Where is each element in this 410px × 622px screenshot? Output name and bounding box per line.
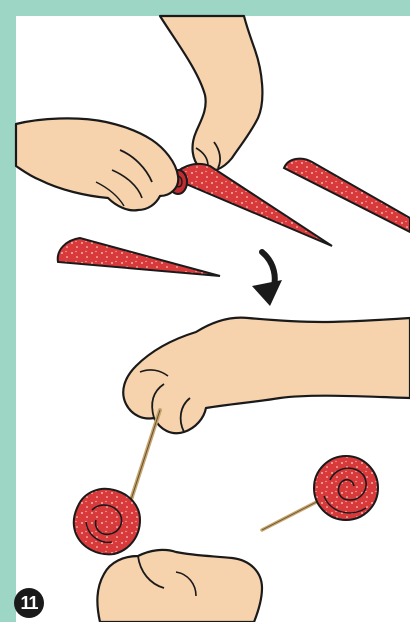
strawberry-slice-right (284, 159, 410, 232)
strawberry-slice-left (58, 238, 220, 276)
curved-down-arrow-icon (252, 252, 282, 306)
upper-hand-bottom (123, 318, 410, 434)
left-hand-top (16, 118, 178, 210)
finished-strawberry-rose (262, 456, 378, 530)
lower-hand-bottom (97, 550, 262, 622)
upper-hand-top (160, 16, 262, 171)
step-number-badge: 11 (14, 588, 44, 618)
strawberry-rose-forming (74, 489, 140, 555)
